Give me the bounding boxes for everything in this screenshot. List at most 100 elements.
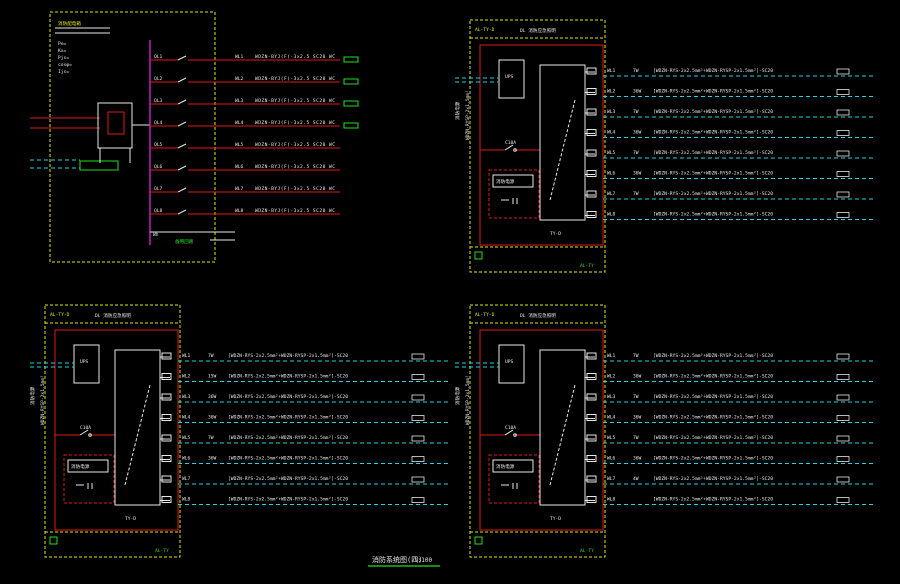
svg-text:AL-TY: AL-TY: [580, 263, 594, 269]
breaker-label: C10A: [80, 425, 91, 431]
circuit-power: 7W: [633, 68, 639, 74]
svg-text:Wh: Wh: [153, 232, 159, 238]
circuit-cable: [WDZN-RYS-2x2.5mm²+WDZN-RYSP-2x1.5mm²]-S…: [653, 171, 773, 177]
panel-a-circuit-id: WL2: [235, 76, 244, 82]
circuit-power: 7W: [633, 109, 639, 115]
circuit-cable: [WDZN-RYS-2x2.5mm²+WDZN-RYSP-2x1.5mm²]-S…: [653, 435, 773, 441]
panel-a-row-label: QL5: [154, 142, 163, 148]
circuit-cable: [WDZN-RYS-2x2.5mm²+WDZN-RYSP-2x1.5mm²]-S…: [653, 476, 773, 482]
circuit-cable: [WDZN-RYS-2x2.5mm²+WDZN-RYSP-2x1.5mm²]-S…: [653, 212, 773, 218]
panel-a-row-label: QL4: [154, 120, 163, 126]
circuit-power: 36W: [633, 130, 642, 136]
panel-a-circuit-cable: WDZN-BYJ(F)-3x2.5 SC20 WC: [255, 54, 335, 60]
circuit-id: WL7: [182, 476, 191, 482]
svg-text:WDZN-RYSP-2x1.5mm²: WDZN-RYSP-2x1.5mm²: [465, 375, 471, 425]
circuit-id: WL2: [607, 374, 616, 380]
circuit-id: WL5: [607, 150, 616, 156]
panel-a-row-label: QL3: [154, 98, 163, 104]
circuit-id: WL8: [607, 497, 616, 503]
circuit-id: WL3: [607, 109, 616, 115]
panel-a-circuit-id: WL3: [235, 98, 244, 104]
breaker-label: C10A: [505, 140, 516, 146]
circuit-id: WL6: [182, 456, 191, 462]
panel-a-circuit-cable: WDZN-BYJ(F)-3x2.5 SC20 WC: [255, 76, 335, 82]
svg-text:消防电源: 消防电源: [454, 386, 461, 405]
svg-text:cosφ=: cosφ=: [58, 63, 72, 68]
panel-a-circuit-cable: WDZN-BYJ(F)-3x2.5 SC20 WC: [255, 98, 335, 104]
circuit-power: 7W: [633, 150, 639, 156]
circuit-cable: [WDZN-RYS-2x2.5mm²+WDZN-RYSP-2x1.5mm²]-S…: [228, 394, 348, 400]
circuit-cable: [WDZN-RYS-2x2.5mm²+WDZN-RYSP-2x1.5mm²]-S…: [653, 191, 773, 197]
circuit-power: 36W: [633, 374, 642, 380]
circuit-cable: [WDZN-RYS-2x2.5mm²+WDZN-RYSP-2x1.5mm²]-S…: [228, 456, 348, 462]
circuit-id: WL3: [607, 394, 616, 400]
circuit-id: WL3: [182, 394, 191, 400]
circuit-id: WL8: [607, 212, 616, 218]
power-unit-label: 消防电源: [496, 463, 515, 470]
panel-a-circuit-cable: WDZN-BYJ(F)-3x2.5 SC20 WC: [255, 208, 335, 214]
panel-a-row-label: QL8: [154, 208, 163, 214]
circuit-id: WL2: [607, 89, 616, 95]
circuit-power: 15W: [208, 374, 217, 380]
ups-label: UPS: [505, 359, 514, 365]
circuit-cable: [WDZN-RYS-2x2.5mm²+WDZN-RYSP-2x1.5mm²]-S…: [228, 497, 348, 503]
circuit-power: 7W: [633, 394, 639, 400]
panel-label: TY-D: [550, 231, 561, 237]
circuit-cable: [WDZN-RYS-2x2.5mm²+WDZN-RYSP-2x1.5mm²]-S…: [228, 415, 348, 421]
svg-text:DL 消防应急照明: DL 消防应急照明: [95, 312, 131, 319]
panel-a-circuit-id: WL1: [235, 54, 244, 60]
circuit-id: WL4: [607, 130, 616, 136]
circuit-cable: [WDZN-RYS-2x2.5mm²+WDZN-RYSP-2x1.5mm²]-S…: [653, 130, 773, 136]
circuit-id: WL5: [182, 435, 191, 441]
svg-text:Pjs=: Pjs=: [58, 55, 69, 61]
svg-text:DL 消防应急照明: DL 消防应急照明: [520, 27, 556, 34]
panel-a-circuit-id: WL8: [235, 208, 244, 214]
svg-text:消防电源: 消防电源: [454, 101, 461, 120]
circuit-cable: [WDZN-RYS-2x2.5mm²+WDZN-RYSP-2x1.5mm²]-S…: [228, 476, 348, 482]
svg-text:AL-TY-D: AL-TY-D: [475, 312, 495, 318]
panel-a-circuit-cable: WDZN-BYJ(F)-3x2.5 SC20 WC: [255, 164, 335, 170]
circuit-power: 36W: [633, 415, 642, 421]
circuit-power: 7W: [208, 353, 214, 359]
circuit-cable: [WDZN-RYS-2x2.5mm²+WDZN-RYSP-2x1.5mm²]-S…: [653, 89, 773, 95]
circuit-power: 36W: [208, 415, 217, 421]
power-unit-label: 消防电源: [71, 463, 90, 470]
svg-text:AL-TY-D: AL-TY-D: [475, 27, 495, 33]
circuit-cable: [WDZN-RYS-2x2.5mm²+WDZN-RYSP-2x1.5mm²]-S…: [653, 415, 773, 421]
svg-text:Ijs=: Ijs=: [58, 69, 69, 75]
svg-text:Pe=: Pe=: [58, 41, 67, 47]
panel-a-row-label: QL6: [154, 164, 163, 170]
circuit-id: WL4: [182, 415, 191, 421]
panel-a-row-label: QL1: [154, 54, 163, 60]
panel-label: TY-D: [550, 516, 561, 522]
circuit-cable: [WDZN-RYS-2x2.5mm²+WDZN-RYSP-2x1.5mm²]-S…: [653, 68, 773, 74]
circuit-cable: [WDZN-RYS-2x2.5mm²+WDZN-RYSP-2x1.5mm²]-S…: [653, 150, 773, 156]
panel-a-circuit-id: WL4: [235, 120, 244, 126]
circuit-cable: [WDZN-RYS-2x2.5mm²+WDZN-RYSP-2x1.5mm²]-S…: [653, 394, 773, 400]
circuit-cable: [WDZN-RYS-2x2.5mm²+WDZN-RYSP-2x1.5mm²]-S…: [228, 374, 348, 380]
panel-a-circuit-id: WL5: [235, 142, 244, 148]
drawing-title-block: 消防系统图(四) 1:100: [368, 555, 440, 567]
circuit-cable: [WDZN-RYS-2x2.5mm²+WDZN-RYSP-2x1.5mm²]-S…: [228, 435, 348, 441]
circuit-power: 36W: [633, 171, 642, 177]
circuit-power: 36W: [633, 456, 642, 462]
circuit-cable: [WDZN-RYS-2x2.5mm²+WDZN-RYSP-2x1.5mm²]-S…: [653, 497, 773, 503]
svg-text:AL-TY: AL-TY: [580, 548, 594, 554]
drawing-scale: 1:100: [414, 557, 432, 564]
svg-text:AL-TY-D: AL-TY-D: [50, 312, 70, 318]
circuit-id: WL8: [182, 497, 191, 503]
panel-a-circuit-cable: WDZN-BYJ(F)-3x2.5 SC20 WC: [255, 186, 335, 192]
panel-a-row-label: QL7: [154, 186, 163, 192]
circuit-id: WL7: [607, 191, 616, 197]
panel-a-circuit-id: WL7: [235, 186, 244, 192]
circuit-cable: [WDZN-RYS-2x2.5mm²+WDZN-RYSP-2x1.5mm²]-S…: [653, 353, 773, 359]
circuit-cable: [WDZN-RYS-2x2.5mm²+WDZN-RYSP-2x1.5mm²]-S…: [653, 456, 773, 462]
circuit-id: WL1: [607, 353, 616, 359]
distribution-board-a: 消防配电箱 Pe= Kx= Pjs= cosφ= Ijs= Wh 备用回路 QL…: [30, 11, 359, 263]
circuit-power: 7W: [633, 353, 639, 359]
circuit-id: WL1: [607, 68, 616, 74]
power-unit-label: 消防电源: [496, 178, 515, 185]
